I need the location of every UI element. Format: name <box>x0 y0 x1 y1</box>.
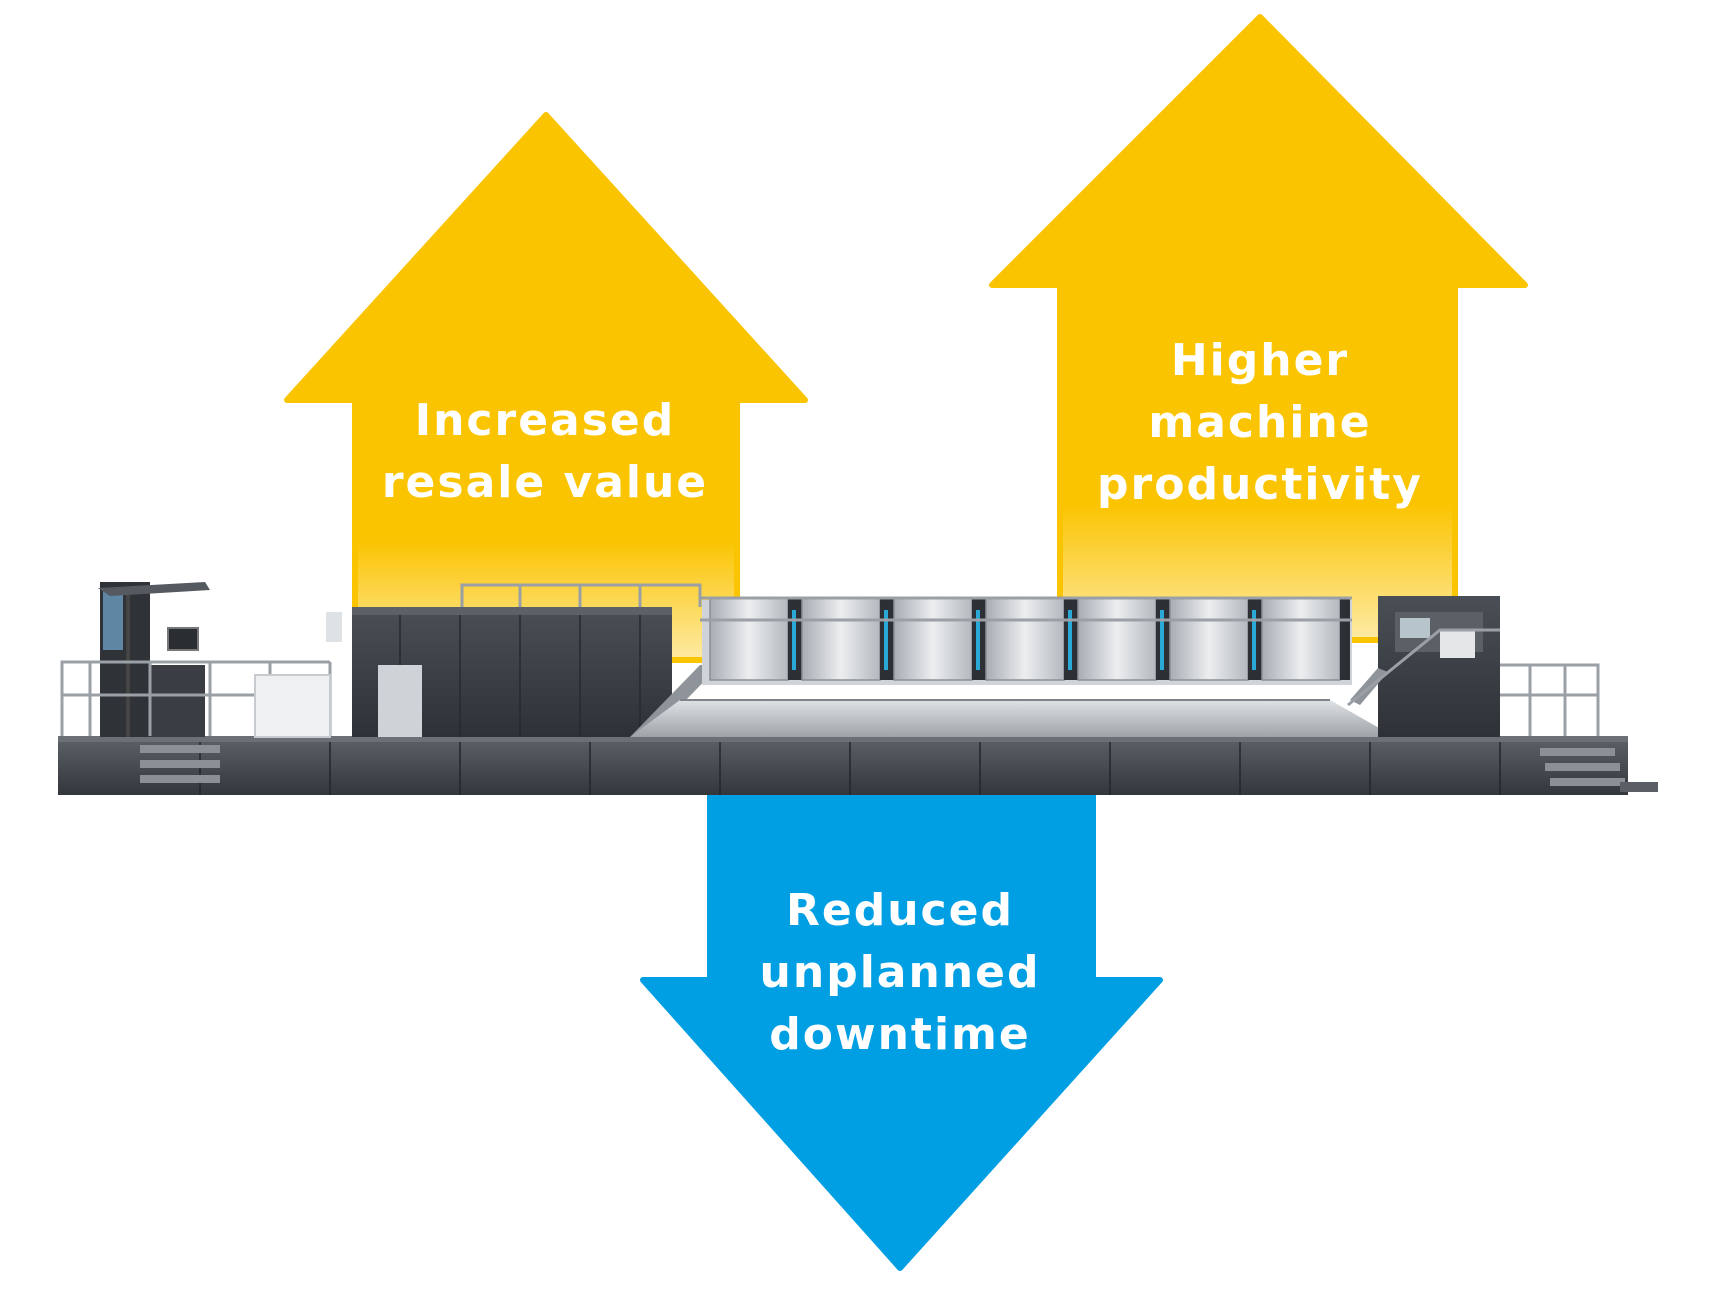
label-higher-machine-productivity: Higher machine productivity <box>1060 330 1460 516</box>
label-line: machine <box>1148 397 1372 448</box>
printing-press-machine-image <box>58 582 1658 795</box>
label-line: Increased <box>414 395 676 446</box>
label-line: productivity <box>1097 459 1423 510</box>
label-line: Higher <box>1170 335 1350 386</box>
printing-units <box>709 597 1350 681</box>
label-line: downtime <box>769 1009 1031 1060</box>
label-increased-resale-value: Increased resale value <box>360 390 730 514</box>
label-line: Reduced <box>786 885 1014 936</box>
arrow-down-downtime <box>640 792 1163 1271</box>
label-line: unplanned <box>759 947 1041 998</box>
arrow-up-productivity <box>989 14 1528 643</box>
label-reduced-unplanned-downtime: Reduced unplanned downtime <box>700 880 1100 1066</box>
label-line: resale value <box>381 457 709 508</box>
